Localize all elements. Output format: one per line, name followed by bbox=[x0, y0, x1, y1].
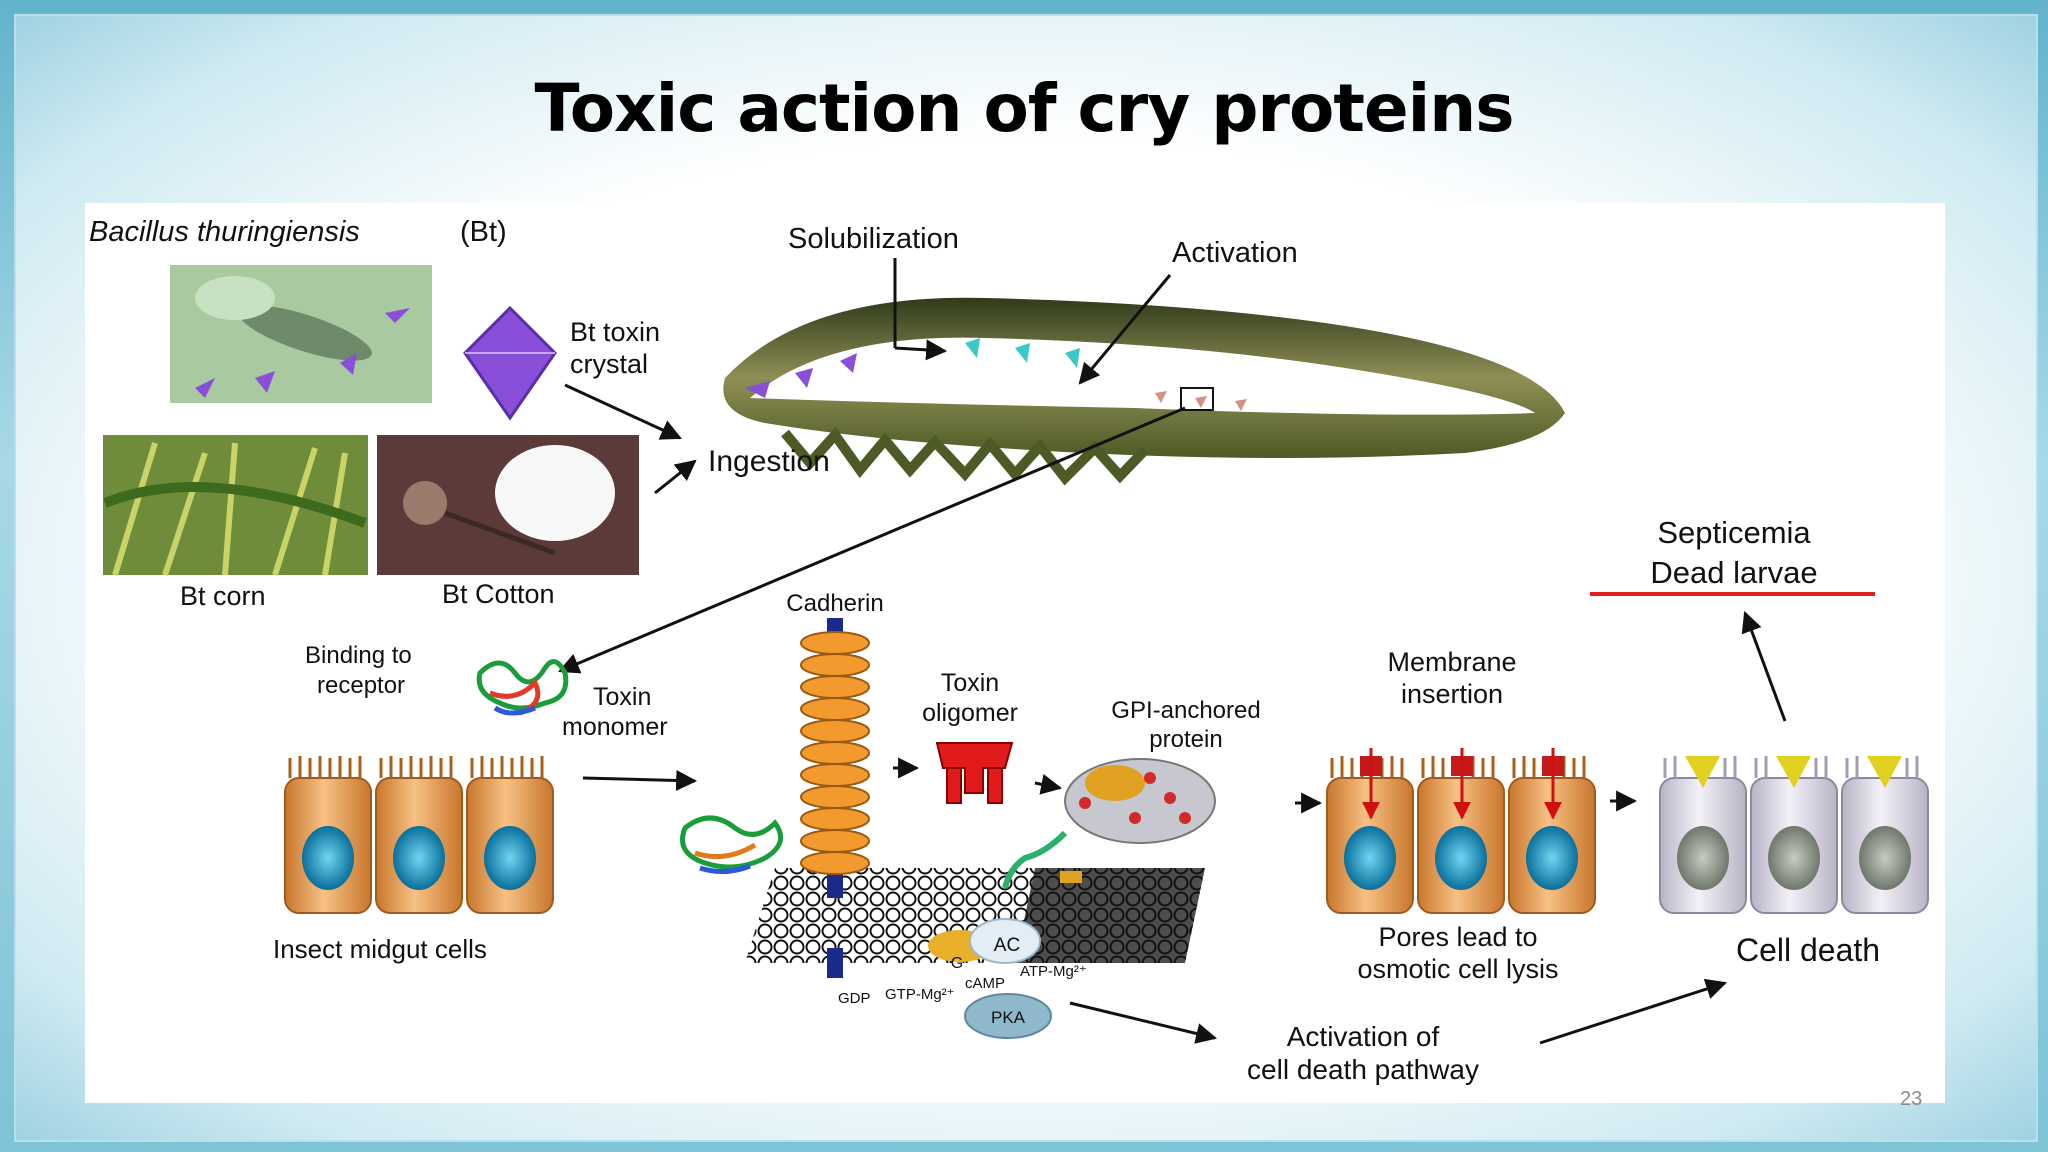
pores-label-2: osmotic cell lysis bbox=[1357, 954, 1558, 984]
septicemia-label: Septicemia bbox=[1657, 515, 1811, 550]
dead-larvae-label: Dead larvae bbox=[1650, 555, 1817, 590]
toxin-monomer-label-1: Toxin bbox=[593, 683, 651, 711]
midgut-cells-healthy bbox=[284, 756, 554, 914]
binding-label-1: Binding to bbox=[305, 642, 412, 669]
membrane-insertion-label-2: insertion bbox=[1401, 679, 1503, 709]
g-protein-label: G bbox=[951, 955, 963, 972]
toxin-oligomer-label-1: Toxin bbox=[941, 669, 999, 697]
binding-label-2: receptor bbox=[317, 672, 405, 699]
pka-icon bbox=[964, 993, 1052, 1039]
toxin-monomer-icon bbox=[476, 659, 569, 716]
slide-number: 23 bbox=[1900, 1088, 1923, 1110]
toxin-oligomer-label-2: oligomer bbox=[922, 699, 1018, 727]
bound-toxin-icon bbox=[680, 815, 784, 874]
bt-microscope-image bbox=[170, 265, 432, 403]
cadherin-repeat-domain bbox=[800, 829, 870, 853]
cadherin-repeats bbox=[800, 631, 870, 875]
midgut-cells-dead bbox=[1659, 756, 1929, 914]
camp-label: cAMP bbox=[965, 975, 1005, 992]
cadherin-repeat-domain bbox=[800, 697, 870, 721]
toxin-crystal-label-1: Bt toxin bbox=[570, 317, 660, 347]
gpi-anchored-protein-icon bbox=[1002, 758, 1216, 889]
activation-label: Activation bbox=[1172, 237, 1298, 269]
larva-midgut-illustration bbox=[723, 297, 1565, 486]
gpi-label-1: GPI-anchored bbox=[1111, 697, 1260, 724]
cell-membrane-bilayer bbox=[745, 868, 1205, 963]
cadherin-repeat-domain bbox=[800, 741, 870, 765]
arrow-to-gpi bbox=[1034, 773, 1063, 795]
pores-label-1: Pores lead to bbox=[1378, 922, 1537, 952]
arrow-pka-to-pathway bbox=[1069, 1001, 1218, 1044]
diagram-panel: Bacillus thuringiensis (Bt) Bt toxin cry… bbox=[85, 203, 1945, 1103]
toxin-oligomer-icon bbox=[935, 742, 1014, 804]
adenylate-cyclase-icon bbox=[969, 918, 1041, 964]
upper-arrows bbox=[558, 258, 1186, 674]
atp-label: ATP-Mg²⁺ bbox=[1020, 963, 1087, 980]
arrow-pathway-to-death bbox=[1539, 978, 1727, 1045]
bt-species-label: Bacillus thuringiensis bbox=[89, 216, 360, 248]
cadherin-repeat-domain bbox=[800, 807, 870, 831]
cadherin-repeat-domain bbox=[800, 653, 870, 677]
cadherin-repeat-domain bbox=[800, 631, 870, 655]
bt-abbrev-label: (Bt) bbox=[460, 216, 507, 248]
membrane-insertion-label-1: Membrane bbox=[1387, 647, 1516, 677]
bt-corn-label: Bt corn bbox=[180, 581, 266, 611]
cadherin-repeat-domain bbox=[800, 785, 870, 809]
pathway-label-1: Activation of bbox=[1287, 1021, 1440, 1052]
arrow-to-cadherin bbox=[582, 769, 698, 791]
pka-label: PKA bbox=[991, 1008, 1026, 1027]
midgut-cells-label: Insect midgut cells bbox=[273, 934, 487, 964]
toxin-crystal-label-2: crystal bbox=[570, 349, 648, 379]
cadherin-repeat-domain bbox=[800, 763, 870, 787]
cadherin-repeat-domain bbox=[800, 851, 870, 875]
midgut-cells-pores bbox=[1326, 748, 1596, 914]
toxin-crystal-icon bbox=[463, 305, 557, 421]
bt-cotton-label: Bt Cotton bbox=[442, 579, 555, 609]
cadherin-repeat-domain bbox=[800, 719, 870, 743]
bt-corn-image bbox=[103, 435, 368, 576]
signaling-cascade bbox=[928, 918, 1052, 1039]
bt-cotton-image bbox=[377, 435, 639, 575]
slide-title: Toxic action of cry proteins bbox=[534, 70, 1514, 147]
ac-label: AC bbox=[994, 935, 1020, 956]
solubilization-label: Solubilization bbox=[788, 223, 959, 255]
gdp-label: GDP bbox=[838, 990, 871, 1007]
cadherin-repeat-domain bbox=[800, 675, 870, 699]
toxin-monomer-label-2: monomer bbox=[562, 713, 668, 741]
cell-death-label: Cell death bbox=[1736, 932, 1880, 968]
mode-of-action-diagram: Bacillus thuringiensis (Bt) Bt toxin cry… bbox=[89, 216, 1929, 1085]
arrow-to-septicemia bbox=[1741, 611, 1787, 722]
gtp-label: GTP-Mg²⁺ bbox=[885, 986, 955, 1003]
pathway-label-2: cell death pathway bbox=[1247, 1054, 1479, 1085]
ingestion-label: Ingestion bbox=[708, 445, 830, 478]
cadherin-label: Cadherin bbox=[786, 590, 883, 617]
gpi-label-2: protein bbox=[1149, 726, 1222, 753]
